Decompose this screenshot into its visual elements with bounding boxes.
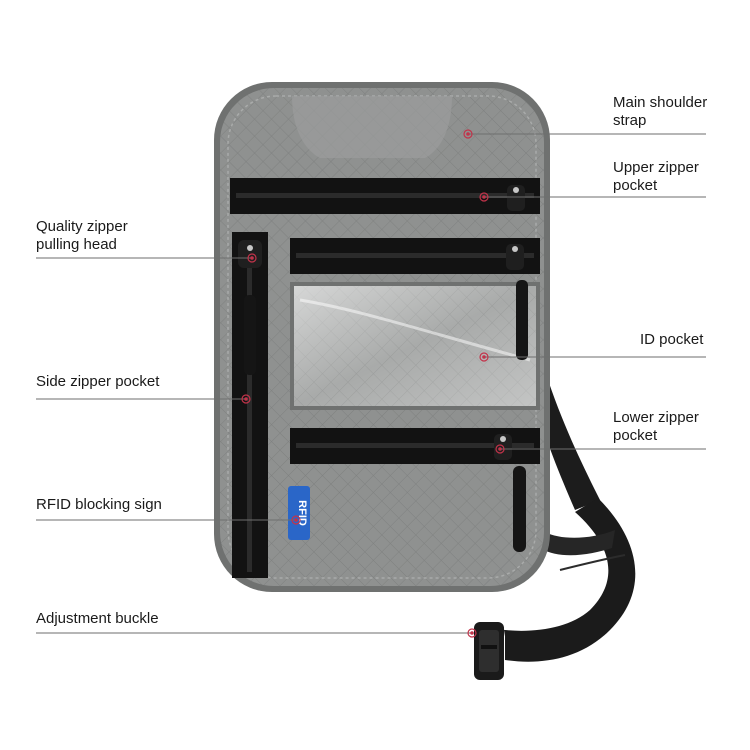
label-id-pocket: ID pocket xyxy=(640,331,703,349)
label-adjustment-buckle: Adjustment buckle xyxy=(36,610,159,628)
rfid-badge-text: RFID xyxy=(296,500,308,526)
id-window xyxy=(290,280,540,410)
lower-zipper xyxy=(290,428,540,552)
label-line: Upper zipper xyxy=(613,159,699,176)
label-quality-zipper-pulling-head: Quality zipper pulling head xyxy=(36,218,128,254)
label-line: pulling head xyxy=(36,236,117,253)
side-zipper xyxy=(232,232,268,578)
upper-zipper xyxy=(230,178,540,214)
label-line: strap xyxy=(613,112,647,129)
label-line: pocket xyxy=(613,177,658,194)
label-line: RFID blocking sign xyxy=(36,496,162,513)
label-line: Main shoulder xyxy=(613,94,708,111)
label-main-shoulder-strap: Main shoulder strap xyxy=(613,94,707,130)
label-upper-zipper-pocket: Upper zipper pocket xyxy=(613,159,699,195)
label-side-zipper-pocket: Side zipper pocket xyxy=(36,373,159,391)
label-line: ID pocket xyxy=(640,331,704,348)
callout-markers xyxy=(241,129,505,638)
leader-lines xyxy=(36,133,706,634)
rfid-badge: RFID xyxy=(288,486,310,540)
label-line: Adjustment buckle xyxy=(36,610,159,627)
label-line: pocket xyxy=(613,427,658,444)
label-line: Lower zipper xyxy=(613,409,699,426)
label-lower-zipper-pocket: Lower zipper pocket xyxy=(613,409,699,445)
adjustment-buckle xyxy=(474,622,504,680)
middle-zipper xyxy=(290,238,540,274)
label-line: Quality zipper xyxy=(36,218,128,235)
label-rfid-blocking-sign: RFID blocking sign xyxy=(36,496,162,514)
label-line: Side zipper pocket xyxy=(36,373,160,390)
